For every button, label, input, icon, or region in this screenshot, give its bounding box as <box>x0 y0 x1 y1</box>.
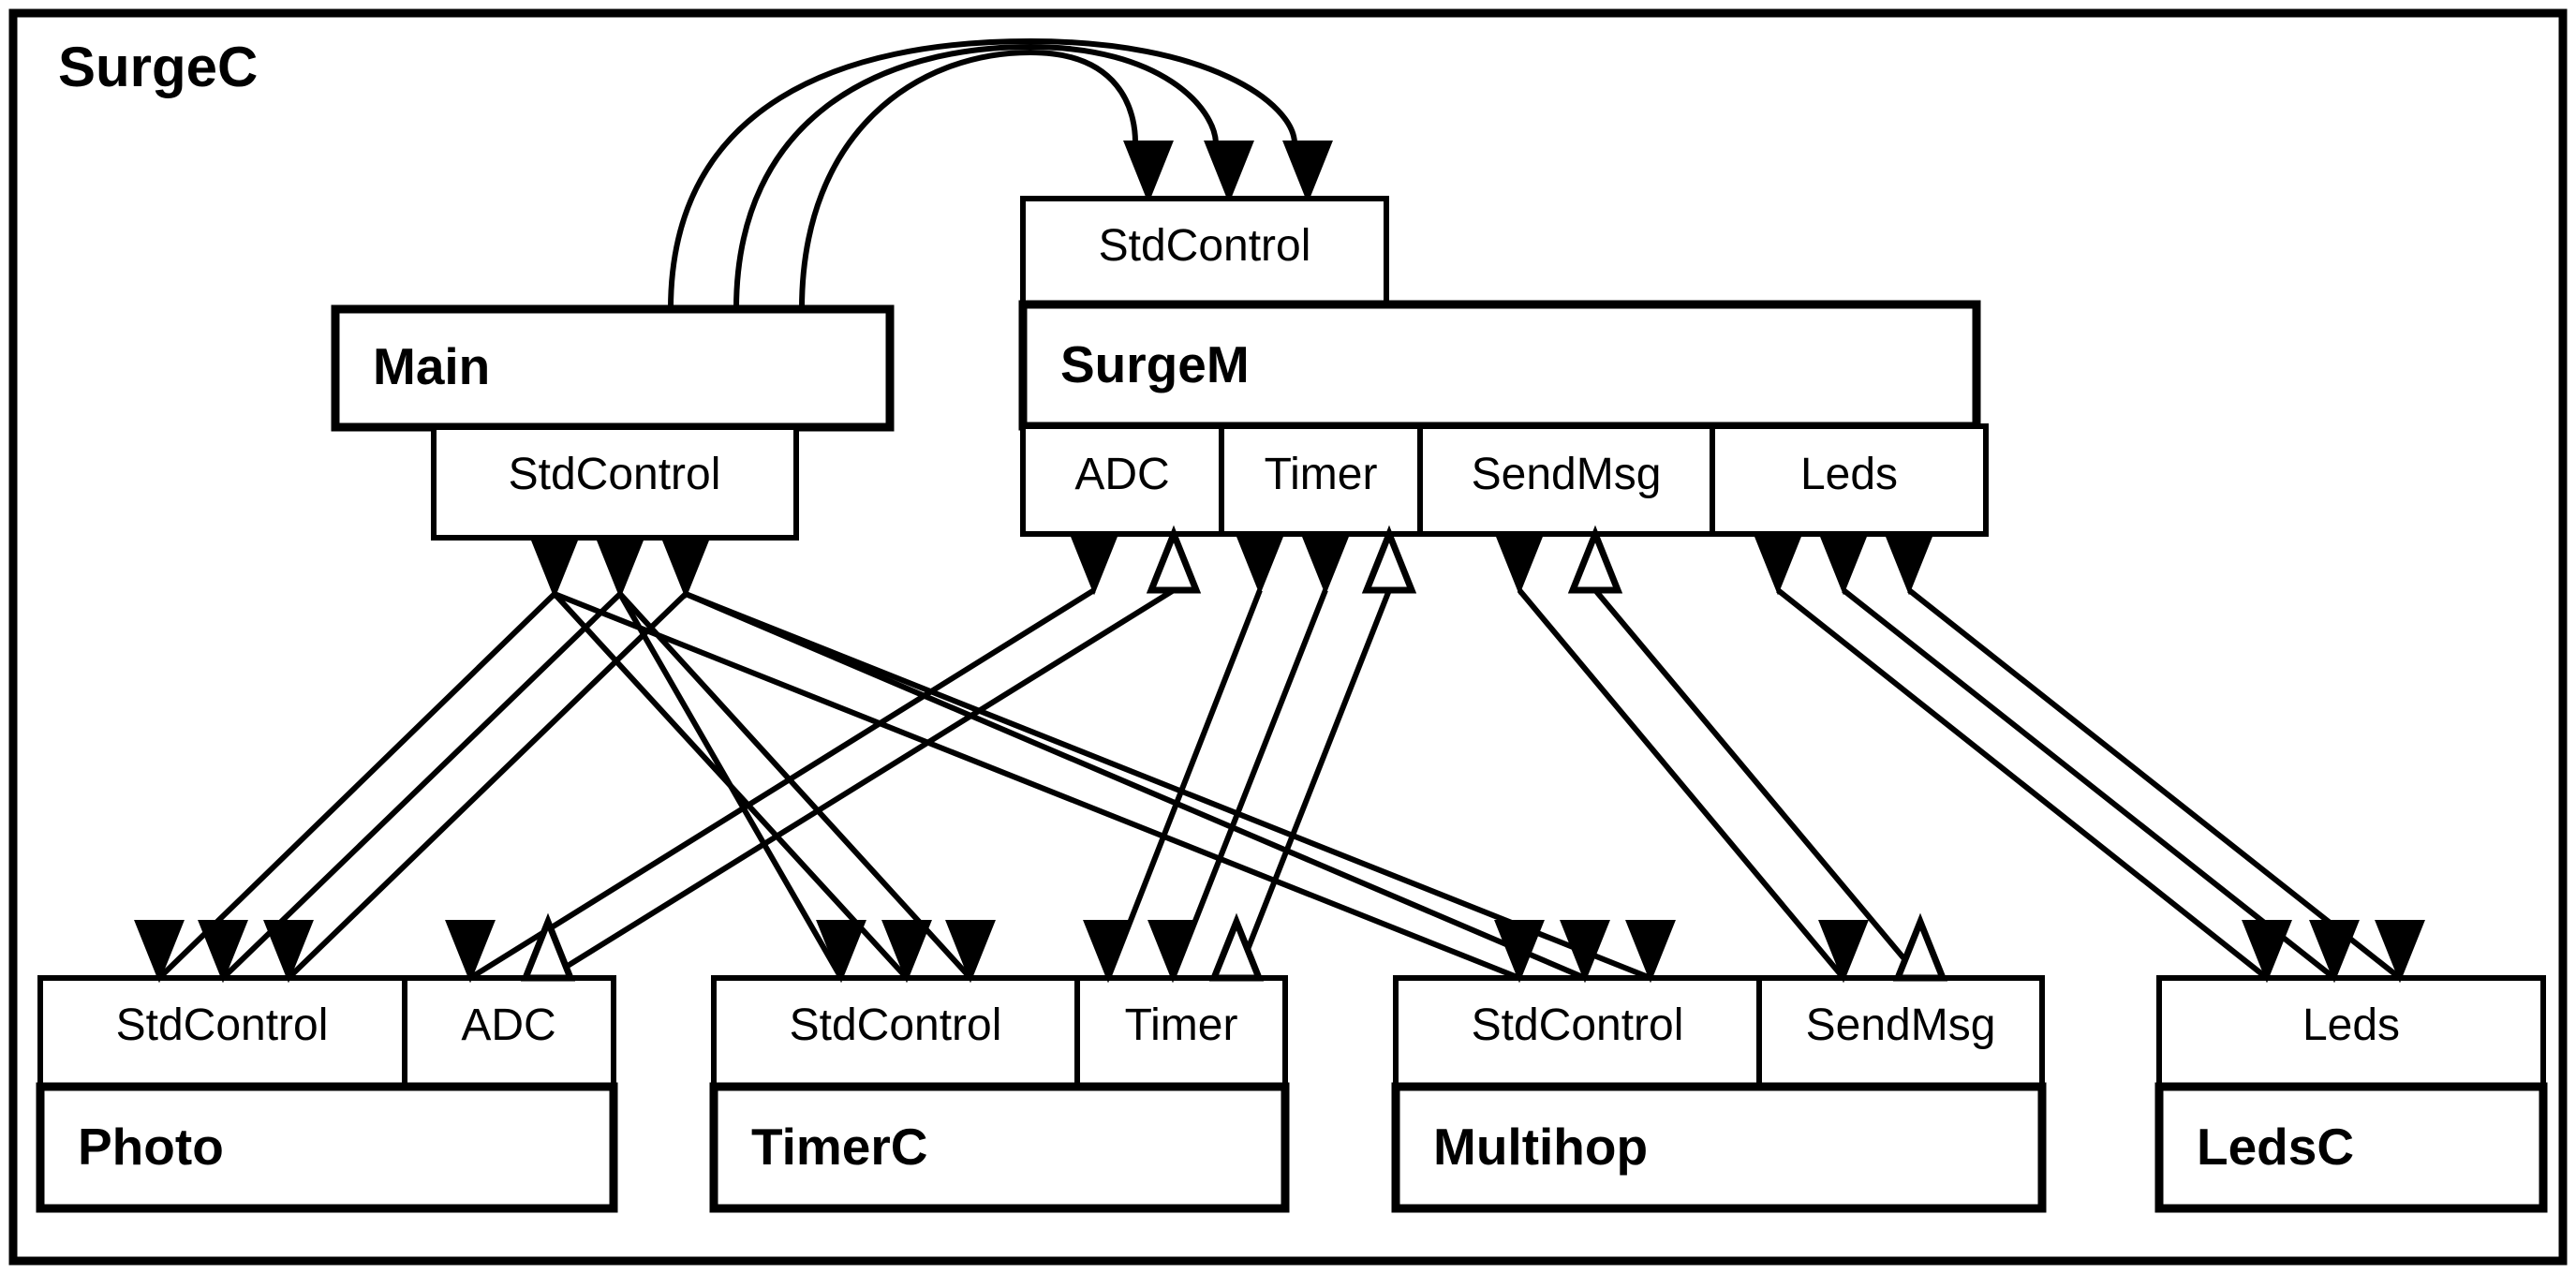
iface-surgem-sendmsg-label: SendMsg <box>1472 450 1662 499</box>
arrowheads-photo <box>134 912 576 984</box>
filled-arrow-icon <box>529 536 580 600</box>
iface-surgem-timer-label: Timer <box>1265 450 1378 499</box>
iface-multihop-stdcontrol-label: StdControl <box>1472 1000 1684 1050</box>
filled-arrow-icon <box>1147 920 1198 984</box>
component-ledsc[interactable]: Leds LedsC <box>2154 975 2548 1213</box>
hollow-arrow-icon <box>1892 912 1948 982</box>
filled-arrow-icon <box>1753 532 1803 596</box>
filled-arrow-icon <box>1884 532 1934 596</box>
filled-arrow-icon <box>881 920 932 984</box>
hollow-arrow-icon <box>1146 525 1202 594</box>
arrowheads-multihop <box>1494 912 1948 984</box>
component-main-label: Main <box>373 337 490 395</box>
arrowheads-ledsc <box>2242 920 2425 984</box>
filled-arrow-icon <box>1204 141 1254 204</box>
surgec-title: SurgeC <box>58 36 258 98</box>
arrowheads-timerc <box>816 912 1265 984</box>
arrowheads-surgem-stdcontrol <box>1123 141 1333 204</box>
filled-arrow-icon <box>1282 141 1333 204</box>
filled-arrow-icon <box>1625 920 1676 984</box>
filled-arrow-icon <box>816 920 866 984</box>
iface-surgem-adc-box[interactable] <box>1020 423 1224 537</box>
iface-photo-stdcontrol-label: StdControl <box>116 1000 329 1050</box>
iface-photo-stdcontrol-box[interactable] <box>37 975 407 1089</box>
component-photo[interactable]: StdControl ADC Photo <box>36 975 618 1213</box>
component-timerc-label: TimerC <box>751 1118 928 1176</box>
filled-arrow-icon <box>1560 920 1610 984</box>
iface-surgem-stdcontrol-box[interactable] <box>1020 196 1389 307</box>
filled-arrow-icon <box>1300 532 1351 596</box>
iface-ledsc-leds-label: Leds <box>2302 1000 2400 1050</box>
iface-multihop-sendmsg-label: SendMsg <box>1806 1000 1996 1050</box>
component-ledsc-box <box>2154 1082 2548 1213</box>
iface-photo-adc-label: ADC <box>461 1000 555 1050</box>
filled-arrow-icon <box>263 920 314 984</box>
filled-arrow-icon <box>1123 141 1174 204</box>
component-multihop-box <box>1391 1082 2047 1213</box>
component-photo-label: Photo <box>78 1118 224 1176</box>
connection-wires <box>156 587 2402 981</box>
component-timerc-box <box>709 1082 1290 1213</box>
iface-photo-adc-box[interactable] <box>402 975 616 1089</box>
filled-arrow-icon <box>1494 920 1545 984</box>
filled-arrow-icon <box>1235 532 1285 596</box>
filled-arrow-icon <box>198 920 248 984</box>
filled-arrow-icon <box>945 920 996 984</box>
filled-arrow-icon <box>1818 532 1869 596</box>
filled-arrow-icon <box>2242 920 2292 984</box>
iface-surgem-leds-label: Leds <box>1800 450 1898 499</box>
iface-timerc-timer-box[interactable] <box>1074 975 1288 1089</box>
filled-arrow-icon <box>445 920 496 984</box>
filled-arrow-icon <box>2309 920 2360 984</box>
filled-arrow-icon <box>1494 532 1545 596</box>
filled-arrow-icon <box>2375 920 2425 984</box>
filled-arrow-icon <box>1083 920 1133 984</box>
filled-arrow-icon <box>1818 920 1869 984</box>
component-multihop[interactable]: StdControl SendMsg Multihop <box>1391 975 2047 1213</box>
filled-arrow-icon <box>1069 532 1119 596</box>
arrowheads-main-stdcontrol <box>529 536 711 600</box>
filled-arrow-icon <box>660 536 711 600</box>
iface-timerc-stdcontrol-label: StdControl <box>790 1000 1002 1050</box>
component-main[interactable]: Main StdControl <box>331 304 895 541</box>
iface-surgem-stdcontrol-label: StdControl <box>1099 221 1311 271</box>
component-timerc[interactable]: StdControl Timer TimerC <box>709 975 1290 1213</box>
surgec-frame <box>8 8 2568 1266</box>
filled-arrow-icon <box>595 536 645 600</box>
iface-ledsc-leds-box[interactable] <box>2156 975 2546 1089</box>
component-multihop-label: Multihop <box>1433 1118 1648 1176</box>
iface-multihop-stdcontrol-box[interactable] <box>1393 975 1762 1089</box>
hollow-arrow-icon <box>1208 912 1265 982</box>
component-ledsc-label: LedsC <box>2197 1118 2354 1176</box>
component-photo-box <box>36 1082 618 1213</box>
hollow-arrow-icon <box>520 912 576 982</box>
iface-surgem-adc-label: ADC <box>1074 450 1169 499</box>
arc-wires-main-to-surgem <box>668 37 1297 310</box>
hollow-arrow-icon <box>1567 525 1623 594</box>
iface-timerc-timer-label: Timer <box>1125 1000 1238 1050</box>
filled-arrow-icon <box>134 920 185 984</box>
component-surgem-label: SurgeM <box>1060 335 1250 393</box>
iface-main-stdcontrol-label: StdControl <box>509 450 721 499</box>
iface-surgem-sendmsg-box[interactable] <box>1417 423 1715 537</box>
arrowheads-surgem-interfaces <box>1069 525 1934 596</box>
hollow-arrow-icon <box>1361 525 1417 594</box>
component-surgem[interactable]: StdControl SurgeM ADC Timer SendMsg Leds <box>1018 196 1989 537</box>
